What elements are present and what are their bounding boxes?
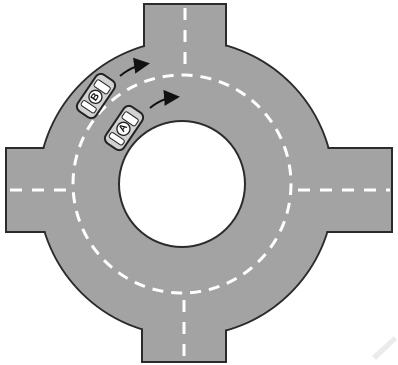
car-b-badge [88,89,103,104]
car-b [75,72,117,120]
car-a-window-front [121,111,139,127]
car-b-window-rear [80,100,97,114]
car-a-direction-arrow [149,89,180,109]
central-island [118,120,246,248]
car-b-direction-arrow [119,57,150,77]
arm-center-lines [10,8,390,362]
lane-divider-ring [71,73,293,295]
car-a-badge [116,121,131,136]
watermark [372,336,397,360]
car-a [103,104,145,152]
car-a-window-rear [108,132,125,146]
car-b-window-front [93,79,111,95]
